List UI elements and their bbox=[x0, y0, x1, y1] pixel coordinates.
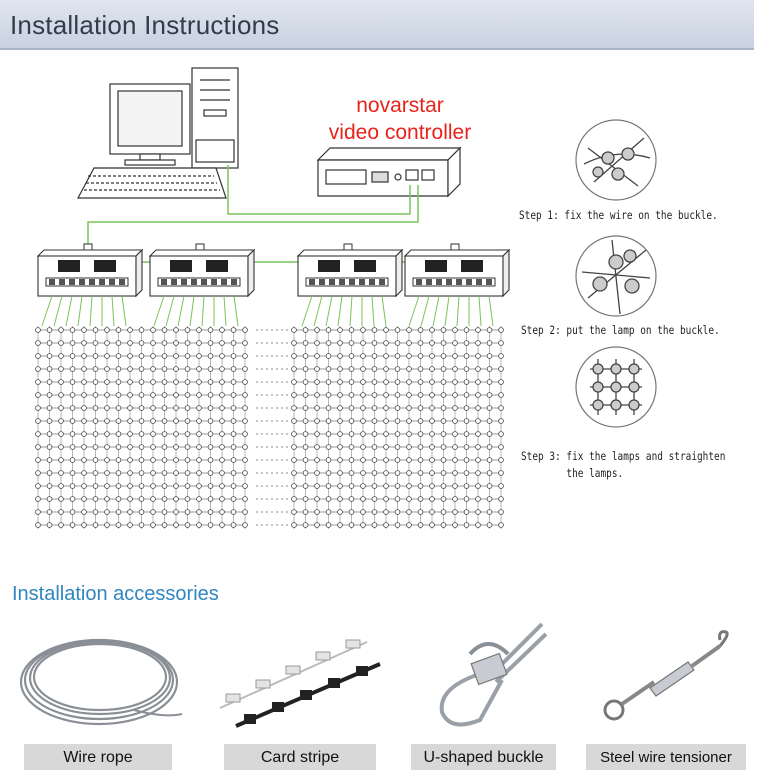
receiver-box-icon bbox=[36, 243, 144, 327]
steel-wire-tensioner-label: Steel wire tensioner bbox=[586, 744, 746, 770]
step3-text: Step 3: fix the lamps and straighten the… bbox=[521, 449, 726, 480]
led-grid-icon bbox=[35, 326, 504, 529]
installation-diagram bbox=[35, 67, 511, 529]
receiver-boxes bbox=[36, 243, 511, 327]
step1-text: Step 1: fix the wire on the buckle. bbox=[519, 208, 718, 222]
computer-icon bbox=[77, 67, 239, 199]
video-controller-icon bbox=[316, 146, 462, 198]
step3-straighten-icon bbox=[575, 346, 657, 428]
receiver-box-icon bbox=[403, 243, 511, 327]
page-header: Installation Instructions bbox=[0, 0, 754, 50]
u-shaped-buckle-icon bbox=[439, 622, 548, 727]
card-stripe-label: Card stripe bbox=[224, 744, 376, 770]
wire-rope-icon bbox=[19, 638, 183, 726]
step2-lamp-icon bbox=[575, 235, 657, 317]
controller-label: novarstar video controller bbox=[310, 92, 490, 146]
receiver-box-icon bbox=[296, 243, 404, 327]
card-stripe-icon bbox=[219, 639, 381, 728]
receiver-box-icon bbox=[148, 243, 256, 327]
step1-buckle-icon bbox=[575, 119, 657, 201]
step2-text: Step 2: put the lamp on the buckle. bbox=[521, 323, 720, 337]
accessories-title: Installation accessories bbox=[12, 583, 219, 605]
page-title: Installation Instructions bbox=[10, 10, 280, 40]
steel-wire-tensioner-icon bbox=[603, 630, 729, 721]
controller-label-line1: novarstar bbox=[356, 94, 444, 117]
network-cables bbox=[87, 165, 419, 263]
u-shaped-buckle-label: U-shaped buckle bbox=[411, 744, 556, 770]
wire-rope-label: Wire rope bbox=[24, 744, 172, 770]
controller-label-line2: video controller bbox=[328, 121, 472, 144]
